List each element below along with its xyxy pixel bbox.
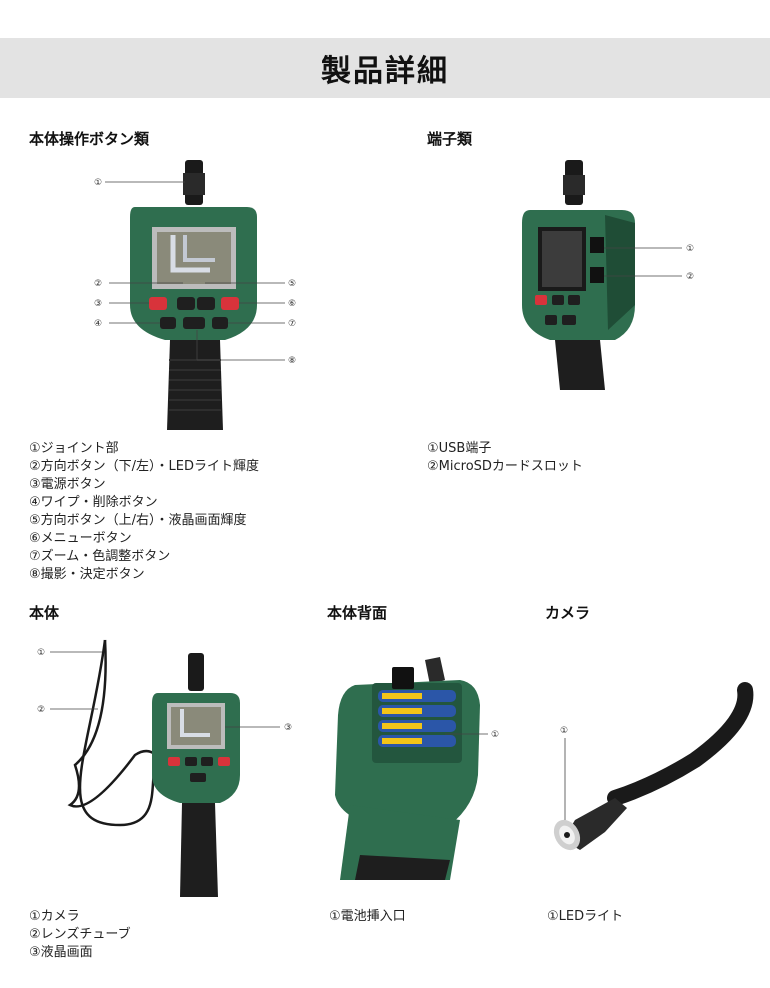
callout-1: ① — [37, 648, 45, 658]
camera-head-figure: ① — [545, 680, 760, 860]
ports-list: ①USB端子 ②MicroSDカードスロット — [427, 440, 583, 476]
device-back-figure: ① — [330, 655, 510, 885]
list-item: ⑧撮影・決定ボタン — [29, 567, 145, 582]
section-title-buttons: 本体操作ボタン類 — [29, 130, 150, 148]
list-item: ⑦ズーム・色調整ボタン — [29, 549, 171, 564]
callout-1: ① — [94, 178, 102, 188]
body-list: ①カメラ ②レンズチューブ ③液晶画面 — [29, 908, 131, 962]
list-item: ⑤方向ボタン（上/右）・液晶画面輝度 — [29, 513, 247, 528]
section-title-back: 本体背面 — [327, 604, 388, 622]
section-title-body: 本体 — [29, 604, 60, 622]
list-item: ③電源ボタン — [29, 477, 106, 492]
callout-2: ② — [94, 279, 102, 289]
list-item: ①ジョイント部 — [29, 441, 119, 456]
list-item: ③液晶画面 — [29, 945, 93, 960]
callout-7: ⑦ — [288, 319, 296, 329]
device-side-figure: ① ② — [510, 155, 710, 395]
list-item: ①USB端子 — [427, 441, 492, 456]
callout-3: ③ — [94, 299, 102, 309]
camera-list: ①LEDライト — [547, 908, 623, 926]
callout-1: ① — [560, 726, 568, 736]
list-item: ②レンズチューブ — [29, 927, 131, 942]
callout-4: ④ — [94, 319, 102, 329]
section-title-camera: カメラ — [545, 604, 591, 622]
callout-3: ③ — [284, 723, 292, 733]
back-list: ①電池挿入口 — [329, 908, 406, 926]
callout-5: ⑤ — [288, 279, 296, 289]
device-front-figure: ① ② ③ ④ ⑤ ⑥ ⑦ ⑧ — [85, 155, 315, 435]
section-title-ports: 端子類 — [427, 130, 473, 148]
list-item: ④ワイプ・削除ボタン — [29, 495, 158, 510]
list-item: ①電池挿入口 — [329, 909, 406, 924]
page-title: 製品詳細 — [321, 54, 449, 89]
callout-8: ⑧ — [288, 356, 296, 366]
list-item: ①LEDライト — [547, 909, 624, 924]
list-item: ⑥メニューボタン — [29, 531, 132, 546]
list-item: ②MicroSDカードスロット — [427, 459, 583, 474]
callout-2: ② — [37, 705, 45, 715]
callout-2: ② — [686, 272, 694, 282]
device-with-tube-figure: ① ② ③ — [30, 635, 310, 905]
callout-1: ① — [491, 730, 499, 740]
callout-6: ⑥ — [288, 299, 296, 309]
list-item: ②方向ボタン（下/左）・LEDライト輝度 — [29, 459, 260, 474]
callout-1: ① — [686, 244, 694, 254]
page-title-banner: 製品詳細 — [0, 38, 770, 98]
list-item: ①カメラ — [29, 909, 80, 924]
buttons-list: ①ジョイント部 ②方向ボタン（下/左）・LEDライト輝度 ③電源ボタン ④ワイプ… — [29, 440, 259, 584]
